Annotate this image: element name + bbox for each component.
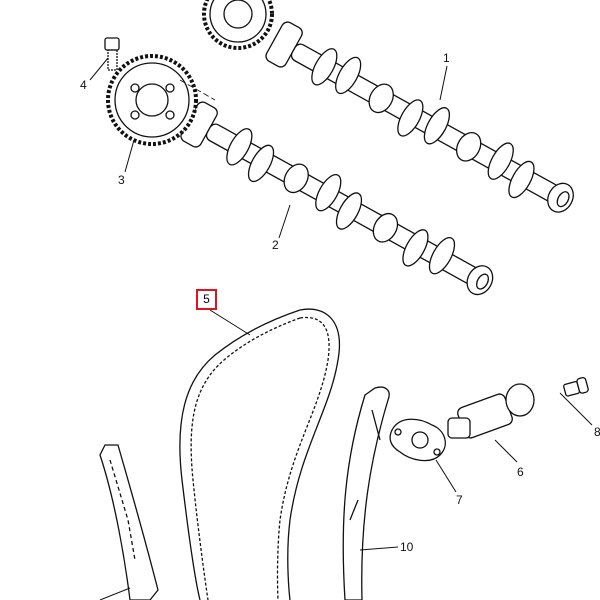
chain-tensioner-6 xyxy=(447,383,535,439)
callout-10[interactable]: 10 xyxy=(400,540,414,554)
timing-chain-5 xyxy=(179,308,340,600)
callout-8[interactable]: 8 xyxy=(594,425,600,439)
cam-sprocket-top xyxy=(202,0,274,50)
callout-7[interactable]: 7 xyxy=(456,493,463,507)
callout-2[interactable]: 2 xyxy=(272,238,279,252)
chain-guide-10 xyxy=(342,386,390,600)
bolt-8 xyxy=(563,377,589,397)
leader-lines xyxy=(89,57,593,600)
callout-6[interactable]: 6 xyxy=(517,465,524,479)
camshaft-1 xyxy=(265,21,574,213)
chain-tensioner-guide xyxy=(99,444,159,600)
gasket-7 xyxy=(389,418,446,462)
callout-5-highlighted[interactable]: 5 xyxy=(196,289,217,310)
callout-4[interactable]: 4 xyxy=(80,78,87,92)
bolt-4 xyxy=(104,37,120,71)
callout-3[interactable]: 3 xyxy=(118,173,125,187)
camshaft-2 xyxy=(180,101,494,296)
callout-1[interactable]: 1 xyxy=(443,51,450,65)
cam-sprocket-3 xyxy=(106,54,216,146)
